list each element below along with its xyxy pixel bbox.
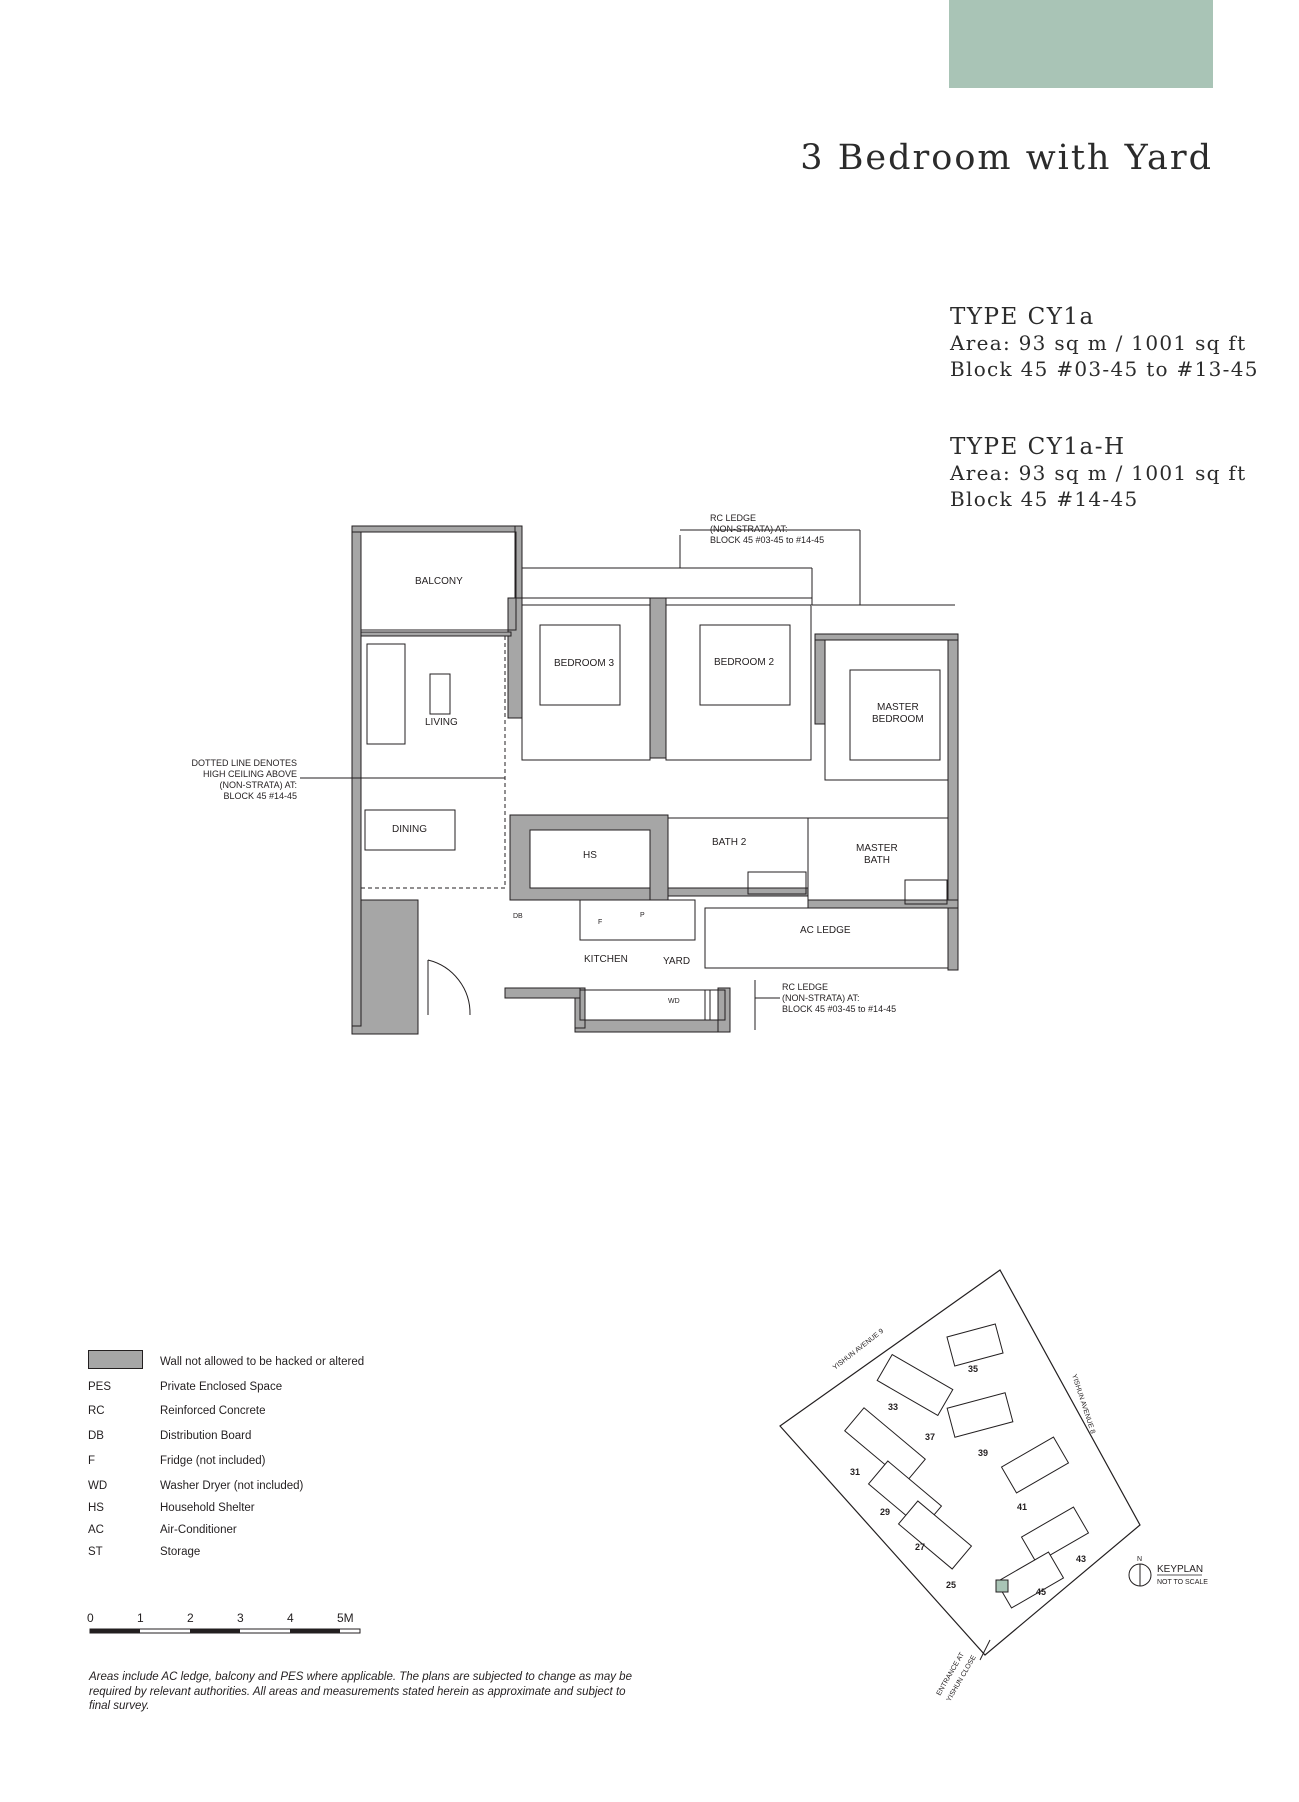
label-living: LIVING xyxy=(425,717,458,728)
type-name: TYPE CY1a xyxy=(950,304,1095,330)
keyplan-subtitle: NOT TO SCALE xyxy=(1157,1579,1208,1586)
keyplan-block: 41 xyxy=(1017,1502,1027,1512)
scale-label-4: 4 xyxy=(287,1611,294,1625)
label-master-bedroom-1: MASTER xyxy=(877,702,919,713)
legend-abbr: ST xyxy=(88,1546,103,1558)
keyplan-block: 45 xyxy=(1036,1587,1046,1597)
legend-abbr: F xyxy=(88,1455,96,1467)
room-labels: BALCONY LIVING DINING BEDROOM 3 BEDROOM … xyxy=(191,513,923,1014)
keyplan-blocks xyxy=(844,1323,1090,1609)
note-dotted-line: BLOCK 45 #14-45 xyxy=(223,791,297,801)
label-dining: DINING xyxy=(392,824,427,835)
page-title: 3 Bedroom with Yard xyxy=(800,138,1213,178)
legend-desc: Storage xyxy=(160,1546,201,1558)
legend-abbr: WD xyxy=(88,1480,108,1492)
disclaimer: Areas include AC ledge, balcony and PES … xyxy=(89,1671,632,1712)
type-block: Block 45 #03-45 to #13-45 xyxy=(950,357,1259,381)
label-balcony: BALCONY xyxy=(415,576,463,587)
north-arrow-label: N xyxy=(1137,1556,1142,1563)
type-area: Area: 93 sq m / 1001 sq ft xyxy=(950,331,1247,355)
scale-label-1: 1 xyxy=(137,1611,144,1625)
label-hs: HS xyxy=(583,850,597,861)
scale-label-0: 0 xyxy=(87,1611,94,1625)
label-p: P xyxy=(640,912,645,919)
legend-desc: Reinforced Concrete xyxy=(160,1405,266,1417)
legend-desc: Private Enclosed Space xyxy=(160,1381,283,1393)
keyplan-road-9: YISHUN AVENUE 9 xyxy=(832,1328,885,1372)
header-accent-tab xyxy=(949,0,1213,88)
type-cy1a-h-info: TYPE CY1a-H Area: 93 sq m / 1001 sq ft B… xyxy=(950,434,1246,512)
note-rc-ledge-bottom: (NON-STRATA) AT: xyxy=(782,993,860,1003)
keyplan-block: 37 xyxy=(925,1432,935,1442)
legend-wall-swatch xyxy=(88,1350,143,1369)
legend-wall-row: Wall not allowed to be hacked or altered xyxy=(88,1350,488,1376)
legend-abbr: AC xyxy=(88,1524,104,1536)
legend-desc: Air-Conditioner xyxy=(160,1524,237,1536)
label-master-bath-2: BATH xyxy=(864,855,890,866)
note-dotted-line: HIGH CEILING ABOVE xyxy=(203,769,297,779)
note-rc-ledge-top: RC LEDGE xyxy=(710,513,756,523)
label-db: DB xyxy=(513,913,523,920)
legend-abbr: HS xyxy=(88,1502,104,1514)
type-block: Block 45 #14-45 xyxy=(950,487,1139,511)
keyplan-block: 35 xyxy=(968,1364,978,1374)
type-cy1a-info: TYPE CY1a Area: 93 sq m / 1001 sq ft Blo… xyxy=(950,304,1259,382)
legend-wall-note: Wall not allowed to be hacked or altered xyxy=(160,1356,365,1368)
legend-abbr: DB xyxy=(88,1430,104,1442)
note-rc-ledge-bottom: RC LEDGE xyxy=(782,982,828,992)
label-master-bedroom-2: BEDROOM xyxy=(872,714,924,725)
keyplan-block: 33 xyxy=(888,1402,898,1412)
legend-desc: Distribution Board xyxy=(160,1430,252,1442)
legend-abbr: RC xyxy=(88,1405,105,1417)
note-dotted-line: DOTTED LINE DENOTES xyxy=(191,758,297,768)
legend-desc: Household Shelter xyxy=(160,1502,255,1514)
legend-desc: Fridge (not included) xyxy=(160,1455,266,1467)
note-rc-ledge-bottom: BLOCK 45 #03-45 to #14-45 xyxy=(782,1004,896,1014)
label-wd: WD xyxy=(668,998,680,1005)
label-ac-ledge: AC LEDGE xyxy=(800,925,851,936)
label-master-bath-1: MASTER xyxy=(856,843,898,854)
label-yard: YARD xyxy=(663,956,690,967)
scale-label-2: 2 xyxy=(187,1611,194,1625)
label-bath2: BATH 2 xyxy=(712,837,747,848)
keyplan: YISHUN AVENUE 9 YISHUN AVENUE 8 ENTRANCE… xyxy=(779,1269,1208,1703)
keyplan-block: 25 xyxy=(946,1580,956,1590)
keyplan-block: 43 xyxy=(1076,1554,1086,1564)
scale-label-5: 5M xyxy=(337,1611,354,1625)
keyplan-block: 31 xyxy=(850,1467,860,1477)
note-rc-ledge-top: (NON-STRATA) AT: xyxy=(710,524,788,534)
note-rc-ledge-top: BLOCK 45 #03-45 to #14-45 xyxy=(710,535,824,545)
keyplan-block: 39 xyxy=(978,1448,988,1458)
type-name: TYPE CY1a-H xyxy=(950,434,1126,460)
keyplan-block: 27 xyxy=(915,1542,925,1552)
type-area: Area: 93 sq m / 1001 sq ft xyxy=(950,461,1247,485)
note-dotted-line: (NON-STRATA) AT: xyxy=(220,780,298,790)
legend-abbr: PES xyxy=(88,1381,112,1393)
label-kitchen: KITCHEN xyxy=(584,954,628,965)
structural-walls xyxy=(351,525,959,1035)
scale-bar: 0 1 2 3 4 5M xyxy=(87,1611,361,1634)
keyplan-title: KEYPLAN xyxy=(1157,1564,1203,1575)
scale-label-3: 3 xyxy=(237,1611,244,1625)
label-bedroom2: BEDROOM 2 xyxy=(714,657,774,668)
legend-desc: Washer Dryer (not included) xyxy=(160,1480,304,1492)
plan-linework xyxy=(300,529,955,1030)
label-bedroom3: BEDROOM 3 xyxy=(554,658,614,669)
label-fridge: F xyxy=(598,919,602,926)
keyplan-block: 29 xyxy=(880,1507,890,1517)
